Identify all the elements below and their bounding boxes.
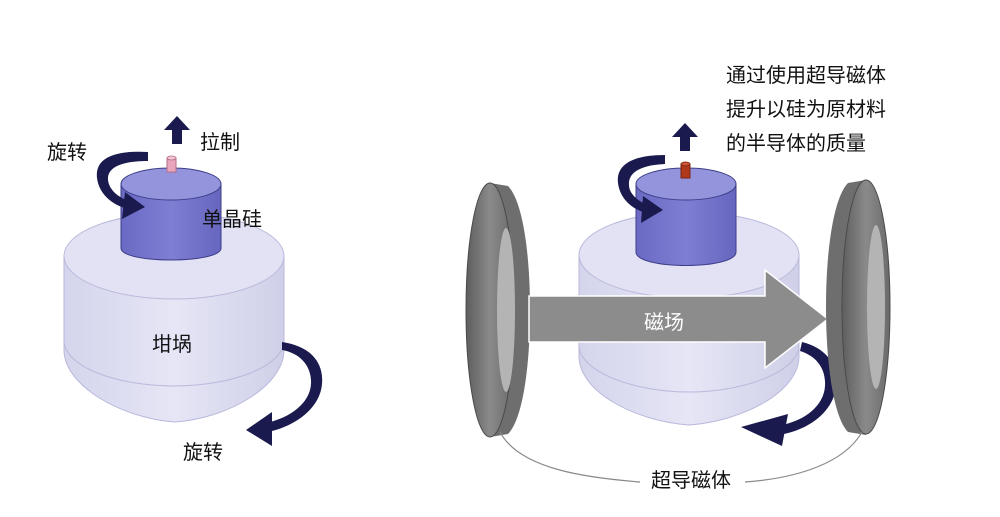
left-pull-arrow	[164, 116, 190, 144]
left-rotate-bottom-label: 旋转	[183, 440, 223, 464]
magnet-label: 超导磁体	[651, 468, 731, 492]
caption-line-2: 提升以硅为原材料	[726, 97, 886, 121]
right-pull-arrow	[672, 123, 698, 151]
right-caption: 通过使用超导磁体 提升以硅为原材料 的半导体的质量	[726, 58, 886, 160]
left-magnet	[465, 182, 530, 438]
left-crystal	[120, 167, 222, 261]
left-crystal-label: 单晶硅	[202, 207, 262, 231]
right-seed	[680, 161, 691, 179]
magnetic-field-label: 磁场	[644, 310, 684, 334]
left-rotate-top-arrow	[96, 151, 148, 219]
left-rotate-top-label: 旋转	[47, 140, 87, 164]
magnetic-field-arrow	[528, 268, 830, 370]
caption-line-3: 的半导体的质量	[726, 131, 866, 155]
caption-line-1: 通过使用超导磁体	[726, 63, 886, 87]
magnet-connection-line	[499, 431, 863, 483]
right-rotate-top-arrow	[617, 155, 665, 223]
right-rotate-bottom-arrow	[741, 342, 837, 446]
left-seed	[166, 155, 177, 173]
left-pull-label: 拉制	[200, 130, 240, 154]
right-magnet	[826, 179, 891, 435]
left-rotate-bottom-arrow	[246, 342, 323, 446]
left-crucible-label: 坩埚	[152, 332, 192, 356]
right-crystal	[635, 167, 737, 266]
